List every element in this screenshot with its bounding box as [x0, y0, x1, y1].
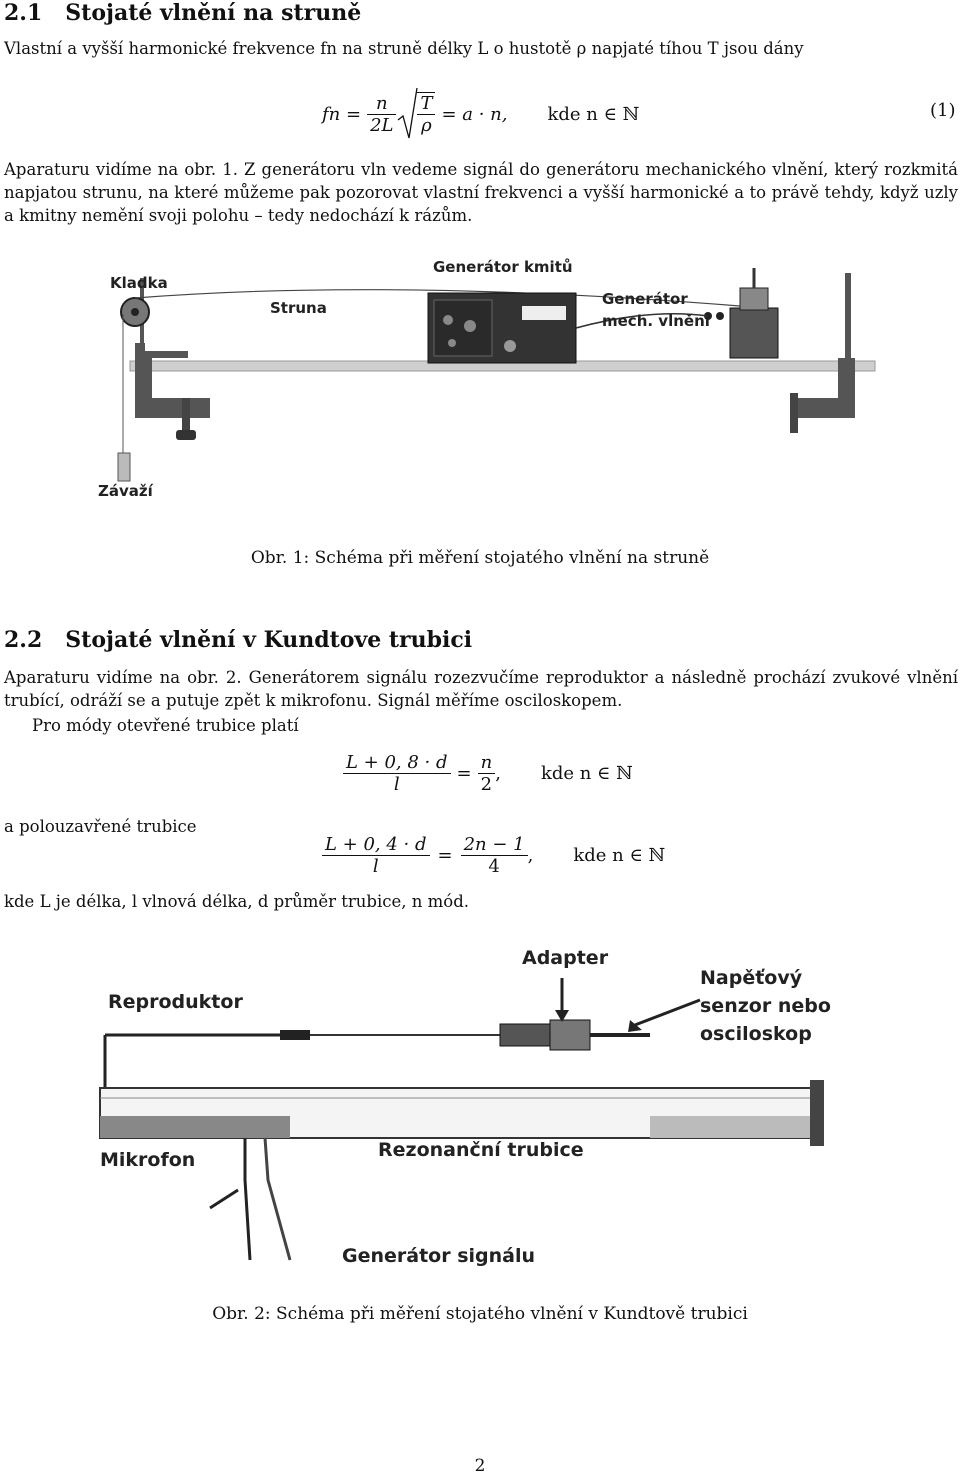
section-title: Stojaté vlnění v Kundtove trubici	[65, 627, 473, 653]
eq3-lhs-fraction: L + 0, 4 · d l	[322, 834, 430, 877]
section-title: Stojaté vlnění na struně	[65, 0, 362, 26]
paragraph-1: Aparaturu vidíme na obr. 1. Z generátoru…	[4, 160, 958, 225]
eq2-rhs-num: n	[477, 752, 496, 774]
figure-2-kundt-tube: Adapter Reproduktor Napěťový senzor nebo…	[99, 947, 831, 1267]
section-number: 2.2	[4, 627, 43, 653]
label-rezonancni-trubice: Rezonanční trubice	[378, 1139, 584, 1161]
label-generator-mech-1: Generátor	[602, 290, 688, 308]
eq1-rhs: = a · n,	[441, 103, 508, 125]
generator-knob-2	[464, 320, 476, 332]
eq1-sqrt-fraction: T ρ	[417, 92, 436, 136]
intro-paragraph: Vlastní a vyšší harmonické frekvence fn …	[4, 39, 804, 58]
right-clamp-screw	[790, 393, 798, 433]
figure-1-string-apparatus: Kladka Struna Generátor kmitů Generátor …	[98, 258, 876, 500]
section-heading-2-2: 2.2 Stojaté vlnění v Kundtove trubici	[4, 627, 472, 653]
generator-knob-4	[504, 340, 516, 352]
right-stand	[845, 273, 851, 368]
microphone-cable-1	[243, 1138, 252, 1261]
microphone-arrow	[209, 1188, 239, 1210]
equation-1: fn = n 2L T ρ = a · n, kde n ∈ ℕ	[322, 86, 639, 142]
sensor-arrow	[634, 998, 701, 1027]
sqrt-sign	[398, 87, 419, 139]
eq2-comma: ,	[495, 763, 501, 784]
eq2-lhs-den: l	[393, 774, 400, 795]
label-zavazi: Závaží	[98, 482, 154, 500]
label-napetovy-2: senzor nebo	[700, 995, 831, 1017]
label-generator-signalu: Generátor signálu	[342, 1245, 535, 1267]
equation-number: (1)	[930, 100, 956, 121]
label-kladka: Kladka	[110, 274, 168, 292]
figure-1-caption: Obr. 1: Schéma při měření stojatého vlně…	[250, 548, 710, 568]
eq2-lhs-num: L + 0, 8 · d	[343, 752, 451, 774]
eq2-condition: kde n ∈ ℕ	[540, 763, 633, 784]
section-heading-2-1: 2.1 Stojaté vlnění na struně	[4, 0, 361, 26]
generator-knob-3	[448, 339, 456, 347]
adapter-device	[499, 1023, 551, 1047]
label-mikrofon: Mikrofon	[100, 1149, 195, 1171]
eq1-den: 2L	[370, 114, 394, 136]
paragraph-3: Pro módy otevřené trubice platí	[32, 716, 299, 735]
string	[134, 289, 741, 307]
left-clamp-knob	[176, 430, 196, 440]
eq1-condition: kde n ∈ ℕ	[547, 103, 640, 125]
eq2-rhs-den: 2	[480, 774, 493, 795]
label-napetovy-1: Napěťový	[700, 967, 803, 989]
label-reproduktor: Reproduktor	[108, 991, 243, 1013]
eq1-fraction: n 2L	[367, 93, 397, 136]
label-struna: Struna	[270, 299, 327, 317]
cable-plug-2	[716, 312, 724, 320]
eq2-lhs-fraction: L + 0, 8 · d l	[343, 752, 451, 795]
label-generator-mech-2: mech. vlnění	[602, 312, 711, 330]
eq1-num: n	[367, 93, 397, 115]
paragraph-2: Aparaturu vidíme na obr. 2. Generátorem …	[4, 668, 958, 710]
label-generator-kmitu: Generátor kmitů	[433, 258, 573, 276]
eq1-lhs: fn =	[322, 103, 362, 125]
adapter-arrow-head	[555, 1010, 569, 1022]
speaker-plug	[280, 1030, 310, 1040]
generator-left-panel	[433, 299, 493, 357]
equation-half-closed-tube: L + 0, 4 · d l = 2n − 1 4 , kde n ∈ ℕ	[322, 834, 665, 877]
left-clamp-screw	[182, 398, 190, 433]
tube-end-cap	[810, 1080, 824, 1146]
tube-water	[650, 1116, 820, 1138]
eq3-rhs-fraction: 2n − 1 4	[460, 834, 528, 877]
cable	[575, 313, 709, 329]
left-clamp	[135, 343, 210, 418]
generator-display	[522, 306, 566, 320]
generator-knob-1	[443, 315, 453, 325]
equation-open-tube: L + 0, 8 · d l = n 2 , kde n ∈ ℕ	[343, 752, 633, 795]
eq3-lhs-num: L + 0, 4 · d	[322, 834, 430, 856]
eq3-condition: kde n ∈ ℕ	[573, 845, 665, 866]
section-number: 2.1	[4, 0, 43, 26]
adapter-connector	[549, 1019, 591, 1051]
eq3-comma: ,	[527, 845, 534, 866]
figure-2-caption: Obr. 2: Schéma při měření stojatého vlně…	[212, 1304, 748, 1324]
vibrator-top	[739, 287, 769, 311]
label-napetovy-3: osciloskop	[700, 1023, 812, 1045]
label-adapter: Adapter	[522, 947, 609, 969]
eq3-equals: =	[437, 845, 453, 866]
microphone-cable-2	[263, 1137, 292, 1261]
mechanical-vibrator	[729, 307, 779, 359]
eq1-sqrt-den: ρ	[421, 115, 432, 136]
sensor-arrow-head	[628, 1020, 642, 1032]
eq3-rhs-num: 2n − 1	[460, 834, 528, 856]
eq1-sqrt-num: T	[417, 93, 436, 115]
eq3-rhs-den: 4	[488, 856, 500, 877]
paragraph-5: kde L je délka, l vlnová délka, d průměr…	[4, 892, 470, 911]
pulley-hub	[131, 308, 139, 316]
microphone-block	[100, 1116, 290, 1138]
weight	[117, 452, 131, 482]
eq2-equals: =	[456, 763, 472, 784]
page-number: 2	[474, 1456, 486, 1476]
right-clamp	[790, 358, 855, 418]
paragraph-4: a polouzavřené trubice	[4, 817, 197, 836]
eq3-lhs-den: l	[372, 856, 379, 877]
eq2-rhs-fraction: n 2	[477, 752, 496, 795]
